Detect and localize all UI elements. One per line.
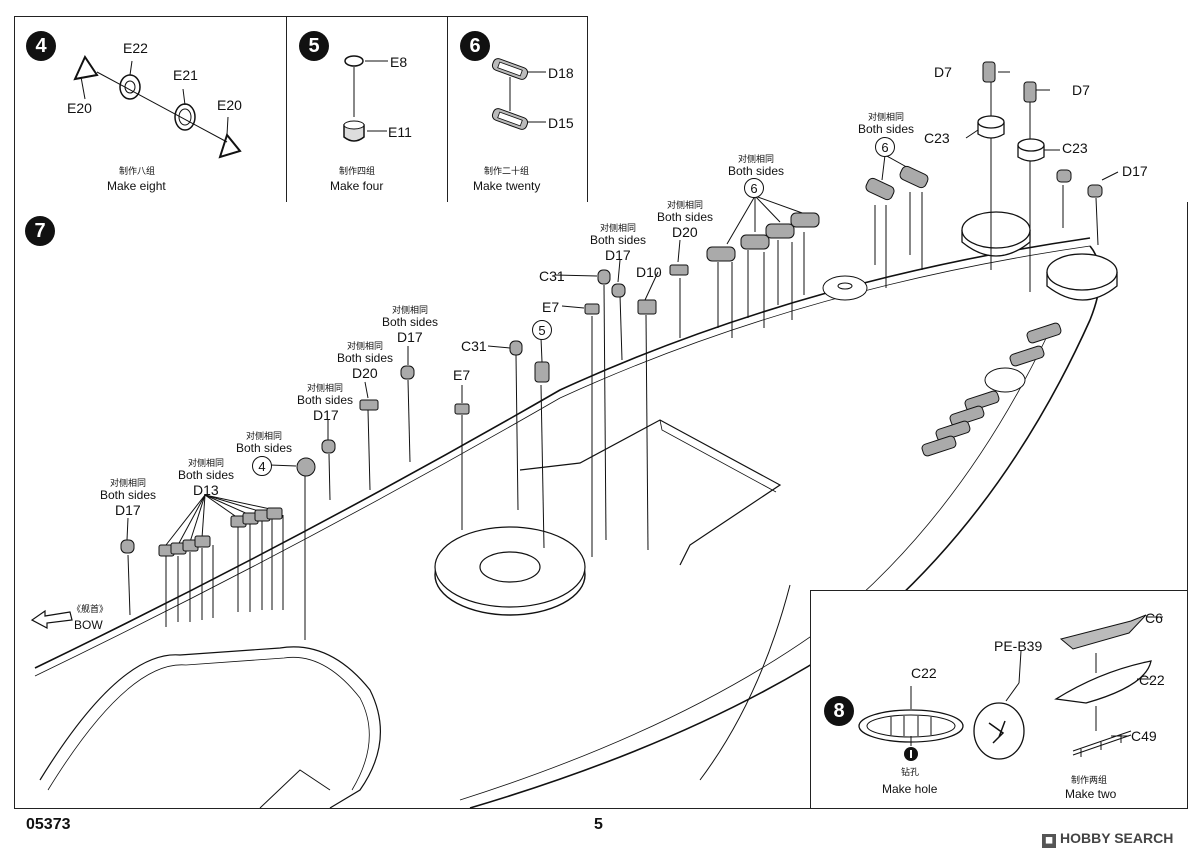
part-label-c49: C49: [1131, 728, 1157, 744]
part-label-d20-1: D20: [352, 365, 378, 381]
part-label-pe-b39: PE-B39: [994, 638, 1043, 654]
step-4-drawing: [73, 54, 242, 159]
step-ref-4: 4: [252, 456, 272, 476]
part-label-e8: E8: [390, 54, 408, 70]
step-8-drawing: [858, 614, 1163, 761]
part-label-d15: D15: [548, 115, 574, 131]
part-label-e20-right: E20: [217, 97, 242, 113]
part-label-d17-bow: D17: [115, 502, 141, 518]
part-label-e7-1: E7: [453, 367, 471, 383]
part-label-d7-1: D7: [934, 64, 952, 80]
step-5-drawing: [343, 55, 388, 142]
part-label-d10: D10: [636, 264, 662, 280]
step-ref-6a: 6: [744, 178, 764, 198]
part-label-c31-1: C31: [461, 338, 487, 354]
part-label-d18: D18: [548, 65, 574, 81]
product-code: 05373: [26, 816, 71, 833]
part-label-c22-side: C22: [1139, 672, 1165, 688]
step-4-note-cn: 制作八组: [119, 167, 156, 177]
step-5-note-en: Make four: [330, 179, 384, 193]
part-label-c22-top: C22: [911, 665, 937, 681]
step-6-panel: 6 D18 D15 制作二十组 Make twenty: [447, 16, 588, 203]
part-label-e7-2: E7: [542, 299, 560, 315]
part-label-c23-1: C23: [924, 130, 950, 146]
hobby-search-watermark: ◼HOBBY SEARCH: [1042, 830, 1173, 848]
step-8-note-cn: 制作两组: [1071, 776, 1108, 786]
watermark-icon: ◼: [1042, 834, 1056, 848]
part-label-c6: C6: [1145, 610, 1163, 626]
part-label-e20-left: E20: [67, 100, 92, 116]
part-label-e21: E21: [173, 67, 198, 83]
part-label-d7-2: D7: [1072, 82, 1090, 98]
hole-note-cn: 钻孔: [901, 768, 920, 778]
part-label-d13: D13: [193, 482, 219, 498]
part-label-d17-3: D17: [397, 329, 423, 345]
part-label-e22: E22: [123, 40, 148, 56]
step-ref-6b: 6: [875, 137, 895, 157]
step-7-number: 7: [25, 216, 55, 246]
step-6-drawing: [491, 58, 546, 130]
step-5-number: 5: [299, 31, 329, 61]
part-label-c23-2: C23: [1062, 140, 1088, 156]
part-label-e11: E11: [388, 124, 412, 140]
step-5-panel: 5 E8 E11 制作四组 Make four: [286, 16, 448, 203]
step-8-panel: 8 C22 PE-B39 C6 C22 C49 钻孔 Make hole 制作两…: [810, 590, 1188, 809]
page-number: 5: [594, 816, 603, 833]
step-6-number: 6: [460, 31, 490, 61]
step-5-note-cn: 制作四组: [339, 167, 376, 177]
part-label-d17-5: D17: [1122, 163, 1148, 179]
part-label-d20-2: D20: [672, 224, 698, 240]
part-label-d17-4: D17: [605, 247, 631, 263]
step-8-note-en: Make two: [1065, 787, 1117, 801]
bow-label-en: BOW: [74, 618, 103, 632]
step-6-note-cn: 制作二十组: [484, 167, 530, 177]
step-4-panel: 4 E22 E21 E20 E20 制作八组 Make eight: [14, 16, 287, 203]
part-label-d17-2: D17: [313, 407, 339, 423]
step-6-note-en: Make twenty: [473, 179, 541, 193]
hole-note-en: Make hole: [882, 782, 938, 796]
step-8-number: 8: [824, 696, 854, 726]
part-label-c31-2: C31: [539, 268, 565, 284]
bow-label-cn: 《舰首》: [72, 605, 109, 615]
step-ref-5: 5: [532, 320, 552, 340]
step-4-note-en: Make eight: [107, 179, 166, 193]
step-4-number: 4: [26, 31, 56, 61]
